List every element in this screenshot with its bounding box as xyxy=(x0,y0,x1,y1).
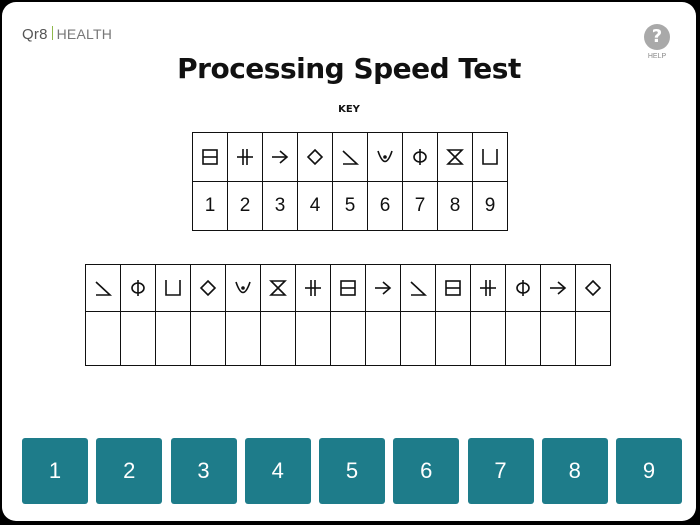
test-symbol-cell xyxy=(400,264,436,312)
test-symbol-cell xyxy=(540,264,576,312)
key-symbol-cell xyxy=(472,132,508,182)
box-hline-symbol-icon xyxy=(340,280,356,296)
test-table xyxy=(85,264,611,366)
answer-button-7[interactable]: 7 xyxy=(467,438,534,504)
circle-vline-symbol-icon xyxy=(516,280,530,296)
double-cross-symbol-icon xyxy=(237,149,253,165)
key-number-cell: 1 xyxy=(192,181,228,231)
logo-divider xyxy=(51,26,53,40)
diamond-symbol-icon xyxy=(584,279,602,297)
arrow-right-symbol-icon xyxy=(375,281,392,295)
arrow-right-symbol-icon xyxy=(550,281,567,295)
test-answer-cell xyxy=(155,311,191,366)
test-answer-cell xyxy=(260,311,296,366)
diamond-symbol-icon xyxy=(306,148,324,166)
key-symbol-cell xyxy=(402,132,438,182)
answer-button-4[interactable]: 4 xyxy=(244,438,311,504)
key-number-cell: 4 xyxy=(297,181,333,231)
key-number-cell: 2 xyxy=(227,181,263,231)
test-answer-cell xyxy=(505,311,541,366)
help-icon[interactable]: ? xyxy=(644,24,670,50)
answer-button-3[interactable]: 3 xyxy=(170,438,237,504)
test-answer-cell xyxy=(575,311,611,366)
test-symbol-cell xyxy=(470,264,506,312)
test-answer-cell xyxy=(85,311,121,366)
answer-button-1[interactable]: 1 xyxy=(22,438,88,504)
double-cross-symbol-icon xyxy=(480,280,496,296)
test-symbol-cell xyxy=(120,264,156,312)
test-answer-cell xyxy=(540,311,576,366)
cup-square-symbol-icon xyxy=(482,149,498,165)
test-answer-cell xyxy=(400,311,436,366)
test-answer-cell xyxy=(470,311,506,366)
cup-dot-symbol-icon xyxy=(235,281,251,294)
key-number-cell: 5 xyxy=(332,181,368,231)
double-cross-symbol-icon xyxy=(305,280,321,296)
help-label: HELP xyxy=(647,53,667,60)
test-symbol-cell xyxy=(575,264,611,312)
diamond-symbol-icon xyxy=(199,279,217,297)
test-answer-cell xyxy=(365,311,401,366)
test-answer-cell xyxy=(225,311,261,366)
hourglass-symbol-icon xyxy=(446,149,464,165)
angle-symbol-icon xyxy=(410,281,428,296)
answer-button-9[interactable]: 9 xyxy=(616,438,682,504)
test-symbol-cell xyxy=(260,264,296,312)
test-symbol-cell xyxy=(190,264,226,312)
test-symbol-cell xyxy=(155,264,191,312)
angle-symbol-icon xyxy=(95,281,113,296)
test-answer-cell xyxy=(435,311,471,366)
test-answer-cell xyxy=(120,311,156,366)
logo-brand: Qr8 xyxy=(22,26,48,43)
test-symbol-cell xyxy=(225,264,261,312)
cup-square-symbol-icon xyxy=(165,280,181,296)
circle-vline-symbol-icon xyxy=(131,280,145,296)
key-symbol-row xyxy=(192,132,508,182)
angle-symbol-icon xyxy=(342,150,360,165)
test-symbol-cell xyxy=(365,264,401,312)
circle-vline-symbol-icon xyxy=(413,149,427,165)
page-title: Processing Speed Test xyxy=(177,52,521,85)
cup-dot-symbol-icon xyxy=(377,150,393,163)
key-number-cell: 9 xyxy=(472,181,508,231)
logo-sub: HEALTH xyxy=(56,26,113,42)
qr8-health-logo: Qr8 HEALTH xyxy=(22,26,112,43)
test-symbol-cell xyxy=(295,264,331,312)
key-symbol-cell xyxy=(437,132,473,182)
test-symbol-cell xyxy=(330,264,366,312)
answer-button-6[interactable]: 6 xyxy=(393,438,460,504)
arrow-right-symbol-icon xyxy=(272,150,289,164)
key-number-cell: 6 xyxy=(367,181,403,231)
box-hline-symbol-icon xyxy=(445,280,461,296)
test-answer-cell xyxy=(190,311,226,366)
key-symbol-cell xyxy=(192,132,228,182)
key-number-cell: 7 xyxy=(402,181,438,231)
key-symbol-cell xyxy=(332,132,368,182)
answer-button-2[interactable]: 2 xyxy=(96,438,163,504)
test-answer-cell xyxy=(330,311,366,366)
test-symbol-cell xyxy=(435,264,471,312)
test-answer-row xyxy=(85,311,611,366)
key-label: KEY xyxy=(338,104,360,115)
test-symbol-cell xyxy=(85,264,121,312)
key-symbol-cell xyxy=(297,132,333,182)
test-symbol-row xyxy=(85,264,611,312)
key-symbol-cell xyxy=(227,132,263,182)
answer-button-8[interactable]: 8 xyxy=(541,438,608,504)
key-symbol-cell xyxy=(262,132,298,182)
box-hline-symbol-icon xyxy=(202,149,218,165)
help-button[interactable]: ? HELP xyxy=(642,24,672,60)
test-answer-cell xyxy=(295,311,331,366)
answer-button-5[interactable]: 5 xyxy=(319,438,385,504)
key-symbol-cell xyxy=(367,132,403,182)
hourglass-symbol-icon xyxy=(269,280,287,296)
key-number-cell: 3 xyxy=(262,181,298,231)
test-symbol-cell xyxy=(505,264,541,312)
key-number-cell: 8 xyxy=(437,181,473,231)
